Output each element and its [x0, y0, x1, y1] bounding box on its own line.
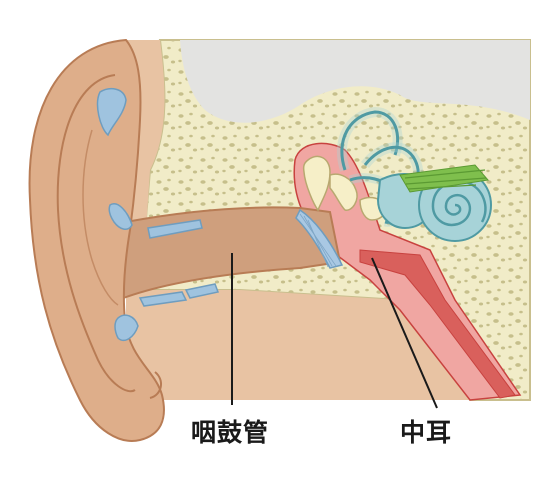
leader-line-middle-ear [371, 257, 438, 409]
cartilage-canal-lower-2 [184, 283, 220, 299]
cartilage-upper [96, 87, 127, 137]
cartilage-mid [108, 203, 133, 230]
cartilage-canal-upper [147, 219, 203, 239]
earlobe-fold [149, 371, 162, 399]
eardrum-lines [299, 213, 337, 268]
cartilage-canal-lower [138, 291, 188, 307]
label-middle-ear: 中耳 [400, 418, 453, 447]
head-soft-tissue [126, 40, 470, 400]
auricle-inner-fold [56, 74, 136, 393]
label-eustachian-tube: 咽鼓管 [191, 418, 270, 447]
cranial-cavity [180, 40, 530, 123]
nerve-fibers [404, 169, 487, 190]
cartilage-lower [114, 314, 139, 342]
ossicle-incus [329, 173, 358, 211]
auricle-concha [82, 129, 119, 306]
ossicle-malleus [302, 155, 331, 212]
